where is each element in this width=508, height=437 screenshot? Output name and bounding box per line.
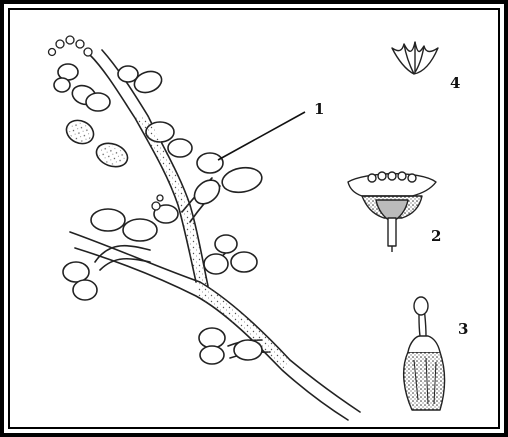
label-4: 4 <box>450 76 460 91</box>
label-2: 2 <box>431 229 441 244</box>
open-flower-figure <box>348 172 436 252</box>
label-1: 1 <box>314 102 324 117</box>
bud-figure <box>392 42 438 74</box>
leader-line-1 <box>218 112 305 160</box>
pistil-figure <box>404 297 445 410</box>
label-3: 3 <box>458 322 468 337</box>
